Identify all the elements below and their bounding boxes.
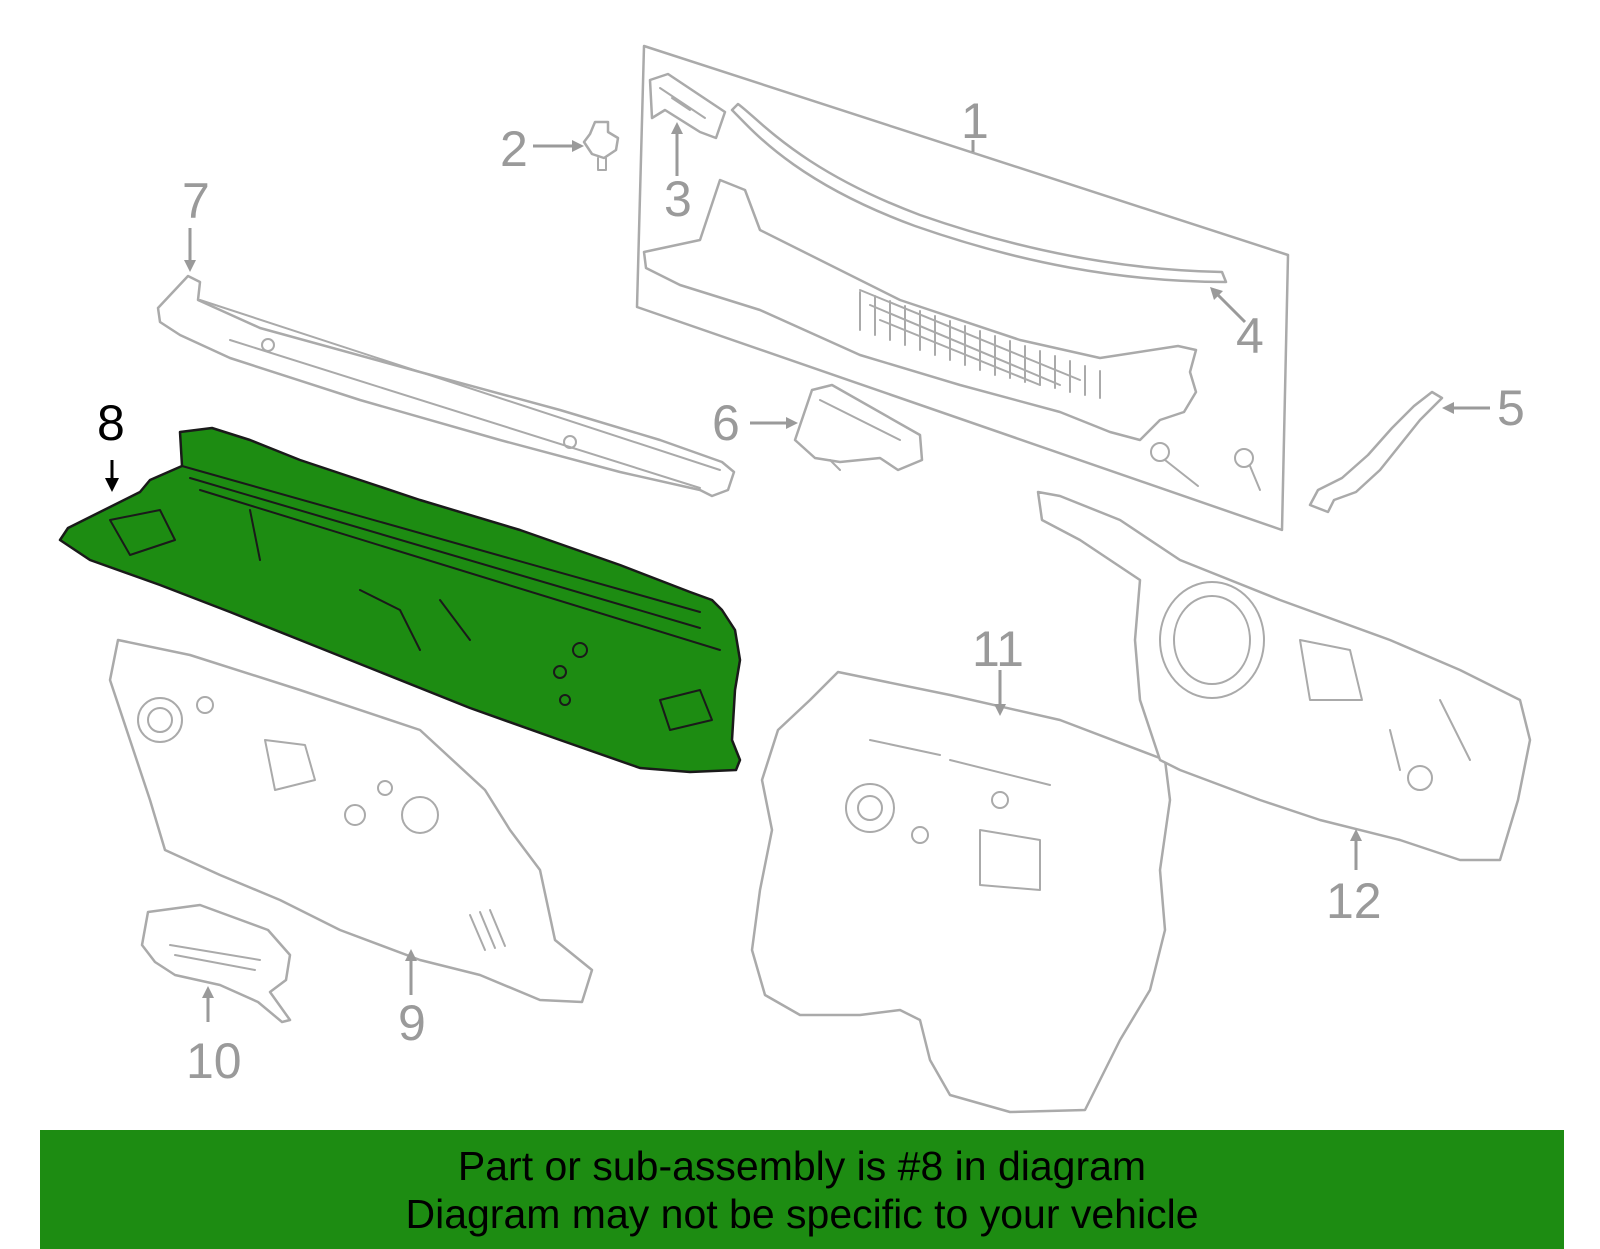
part-4-seal[interactable] [730, 102, 1228, 284]
leader-lines [105, 122, 1490, 1022]
callout-9[interactable]: 9 [398, 995, 426, 1051]
callout-3[interactable]: 3 [664, 171, 692, 227]
part-12-dash-panel[interactable] [1036, 490, 1532, 862]
part-3-bracket[interactable] [648, 72, 727, 140]
callout-10[interactable]: 10 [186, 1033, 242, 1089]
callout-1[interactable]: 1 [961, 93, 989, 149]
footer-line-2: Diagram may not be specific to your vehi… [405, 1190, 1199, 1237]
footer-line-1: Part or sub-assembly is #8 in diagram [457, 1142, 1147, 1189]
part-11-silencer[interactable] [750, 670, 1172, 1114]
part-8-cowl-panel[interactable] [58, 426, 742, 774]
callout-2[interactable]: 2 [500, 121, 528, 177]
callout-11[interactable]: 11 [972, 621, 1024, 677]
leader-4 [1213, 290, 1247, 324]
callout-4[interactable]: 4 [1236, 308, 1264, 364]
part-1-cowl-cover[interactable] [642, 178, 1261, 491]
callout-labels: 1 2 3 4 5 6 7 8 9 10 11 12 [97, 93, 1525, 1089]
callout-7[interactable]: 7 [182, 173, 210, 229]
part-9-insulator[interactable] [108, 638, 594, 1004]
part-5-bracket[interactable] [1308, 390, 1444, 514]
part-6-bracket[interactable] [793, 383, 924, 472]
part-7-upper-rail[interactable] [156, 274, 736, 498]
part-10-plate[interactable] [140, 903, 292, 1024]
footer-banner: Part or sub-assembly is #8 in diagram Di… [40, 1130, 1564, 1249]
callout-6[interactable]: 6 [712, 395, 740, 451]
part-2-clip[interactable] [582, 120, 620, 171]
callout-5[interactable]: 5 [1497, 380, 1525, 436]
callout-12[interactable]: 12 [1326, 873, 1382, 929]
callout-8[interactable]: 8 [97, 395, 125, 451]
